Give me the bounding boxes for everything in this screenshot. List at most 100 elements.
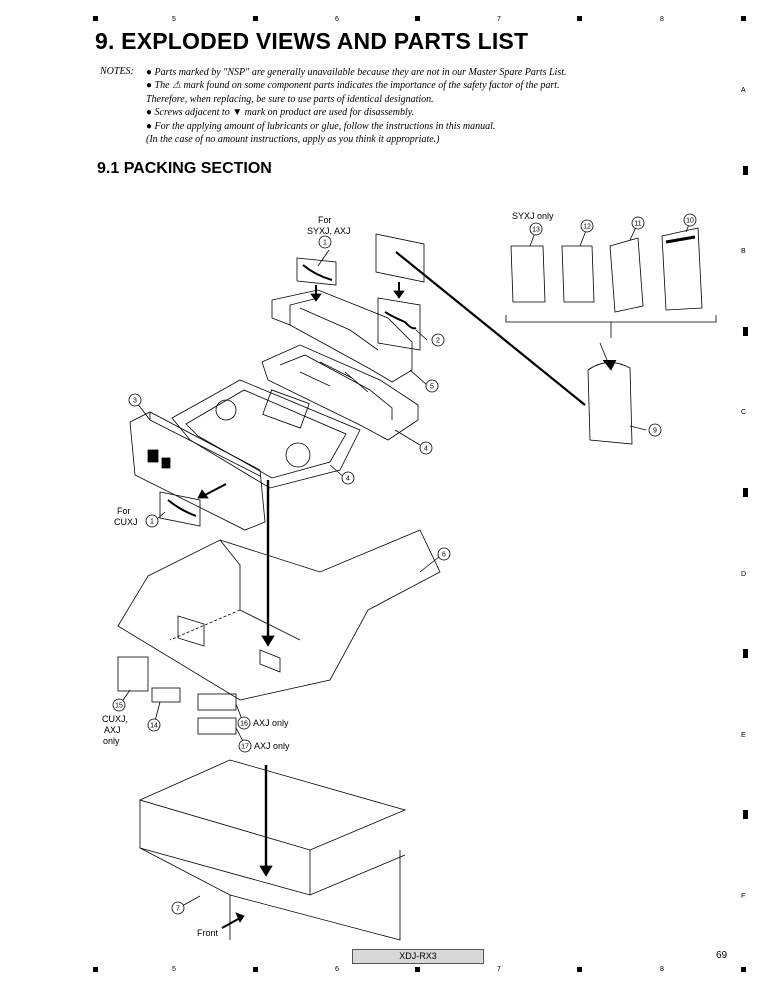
grid-row-label: C (741, 409, 747, 416)
registration-mark (253, 16, 258, 21)
svg-text:4: 4 (346, 476, 350, 483)
callout-6: 6 (437, 547, 451, 561)
callout-2: 2 (431, 333, 445, 347)
notes-list: ● Parts marked by "NSP" are generally un… (146, 66, 567, 146)
label-for: For (318, 215, 332, 225)
label-axj-only-16: AXJ only (253, 718, 289, 728)
document-13 (510, 245, 546, 303)
svg-text:14: 14 (150, 723, 158, 730)
callout-11: 11 (631, 216, 645, 230)
label-15 (117, 656, 149, 692)
svg-text:10: 10 (686, 218, 694, 225)
document-12 (561, 245, 595, 303)
svg-text:1: 1 (323, 240, 327, 247)
callout-9: 9 (648, 423, 662, 437)
grid-row-label: E (741, 732, 746, 739)
label-16 (197, 693, 237, 711)
label-17 (197, 717, 237, 735)
document-11 (609, 237, 644, 313)
registration-mark (253, 967, 258, 972)
svg-text:17: 17 (241, 744, 249, 751)
grid-column-label: 8 (660, 966, 664, 973)
svg-text:2: 2 (436, 338, 440, 345)
callout-5: 5 (425, 379, 439, 393)
svg-text:7: 7 (176, 906, 180, 913)
edge-mark (743, 488, 748, 497)
callout-10: 10 (683, 213, 697, 227)
svg-text:9: 9 (653, 428, 657, 435)
registration-mark (741, 16, 746, 21)
callout-14: 14 (147, 718, 161, 732)
cable-1-top (296, 257, 337, 286)
callout-15: 15 (112, 698, 126, 712)
grid-column-label: 7 (497, 16, 501, 23)
note-item: Therefore, when replacing, be sure to us… (146, 93, 434, 105)
grid-column-label: 7 (497, 966, 501, 973)
svg-text:15: 15 (115, 703, 123, 710)
callout-3: 3 (128, 393, 142, 407)
svg-text:16: 16 (240, 721, 248, 728)
label-front: Front (197, 928, 219, 938)
cushion-5 (271, 289, 413, 383)
grid-row-label: D (741, 571, 747, 578)
label-cuxj-comma: CUXJ, (102, 714, 129, 724)
edge-mark (743, 327, 748, 336)
grid-row-label: A (741, 87, 746, 94)
note-item: ● For the applying amount of lubricants … (146, 120, 496, 132)
registration-mark (93, 16, 98, 21)
grid-column-label: 6 (335, 966, 339, 973)
callout-13: 13 (529, 222, 543, 236)
label-only: only (103, 736, 120, 746)
note-item: ● Screws adjacent to ▼ mark on product a… (146, 107, 415, 119)
registration-mark (93, 967, 98, 972)
box-7-top (138, 759, 407, 851)
notes-label: NOTES: (100, 66, 134, 77)
svg-text:3: 3 (133, 398, 137, 405)
note-item: ● The ⚠ mark found on some component par… (146, 80, 560, 92)
registration-mark (741, 967, 746, 972)
callout-1: 1 (318, 235, 332, 249)
edge-mark (743, 649, 748, 658)
callout-4a: 4 (419, 441, 433, 455)
carton-6 (117, 529, 441, 701)
grid-column-label: 5 (172, 16, 176, 23)
grid-row-label: F (741, 893, 746, 900)
edge-mark (743, 810, 748, 819)
note-item: ● Parts marked by "NSP" are generally un… (146, 67, 567, 78)
svg-text:12: 12 (583, 224, 591, 231)
label-for: For (117, 506, 131, 516)
callout-1-cuxj: 1 (145, 514, 159, 528)
page-number: 69 (716, 950, 728, 961)
label-cuxj: CUXJ (114, 517, 138, 527)
registration-mark (415, 16, 420, 21)
edge-mark (743, 166, 748, 175)
callout-7: 7 (171, 901, 185, 915)
document-10 (661, 227, 703, 311)
bag-9 (587, 362, 633, 445)
bag-sheet (375, 233, 425, 283)
registration-mark (577, 16, 582, 21)
grid-column-label: 6 (335, 16, 339, 23)
label-axj: AXJ (104, 725, 121, 735)
label-axj-only-17: AXJ only (254, 741, 290, 751)
model-name-box: XDJ-RX3 (352, 949, 484, 964)
label-14 (151, 687, 181, 703)
cable-2 (377, 297, 421, 351)
section-title: 9.1 PACKING SECTION (97, 160, 272, 177)
grid-row-label: B (741, 248, 746, 255)
cable-1-cuxj (159, 491, 201, 527)
registration-mark (577, 967, 582, 972)
callout-16: 16 (237, 716, 251, 730)
callout-12: 12 (580, 219, 594, 233)
label-syxj-only: SYXJ only (512, 211, 554, 221)
grid-column-label: 5 (172, 966, 176, 973)
svg-text:4: 4 (424, 446, 428, 453)
note-item: (In the case of no amount instructions, … (146, 133, 440, 145)
page-title: 9. EXPLODED VIEWS AND PARTS LIST (95, 28, 529, 54)
registration-mark (415, 967, 420, 972)
svg-text:13: 13 (532, 227, 540, 234)
label-syxj-axj: SYXJ, AXJ (307, 226, 351, 236)
grid-column-label: 8 (660, 16, 664, 23)
